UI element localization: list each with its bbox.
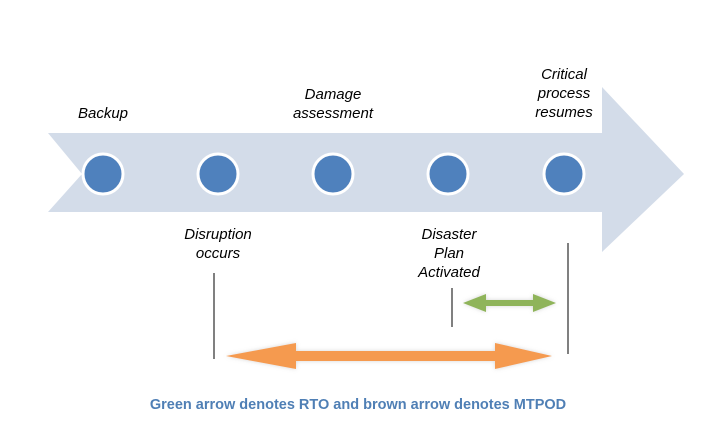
label-damage-line1: Damage bbox=[304, 86, 362, 103]
label-critical-process: Critical process resumes bbox=[519, 65, 609, 122]
label-disruption-line2: occurs bbox=[195, 245, 241, 262]
label-backup: Backup bbox=[68, 104, 138, 123]
timeline-nodes bbox=[81, 152, 586, 196]
label-critical-line1: Critical bbox=[541, 66, 587, 83]
label-backup-text: Backup bbox=[77, 105, 129, 122]
label-critical-line2: process bbox=[537, 85, 591, 102]
label-damage-assessment: Damage assessment bbox=[278, 85, 388, 123]
label-damage-line2: assessment bbox=[292, 105, 374, 122]
mtpod-arrow bbox=[226, 343, 552, 369]
label-disruption-line1: Disruption bbox=[184, 226, 252, 243]
node-critical-process bbox=[542, 152, 586, 196]
node-disaster-plan bbox=[426, 152, 470, 196]
diagram-caption: Green arrow denotes RTO and brown arrow … bbox=[149, 397, 567, 413]
label-disaster-line2: Plan bbox=[433, 245, 465, 262]
node-backup bbox=[81, 152, 125, 196]
label-disaster-plan: Disaster Plan Activated bbox=[404, 225, 494, 282]
node-damage-assessment bbox=[311, 152, 355, 196]
label-disaster-line3: Activated bbox=[418, 264, 480, 281]
label-critical-line3: resumes bbox=[535, 104, 593, 121]
node-disruption bbox=[196, 152, 240, 196]
rto-arrow bbox=[463, 294, 556, 312]
timeline-arrow bbox=[48, 87, 684, 252]
label-disaster-line1: Disaster bbox=[421, 226, 477, 243]
label-disruption: Disruption occurs bbox=[168, 225, 268, 263]
